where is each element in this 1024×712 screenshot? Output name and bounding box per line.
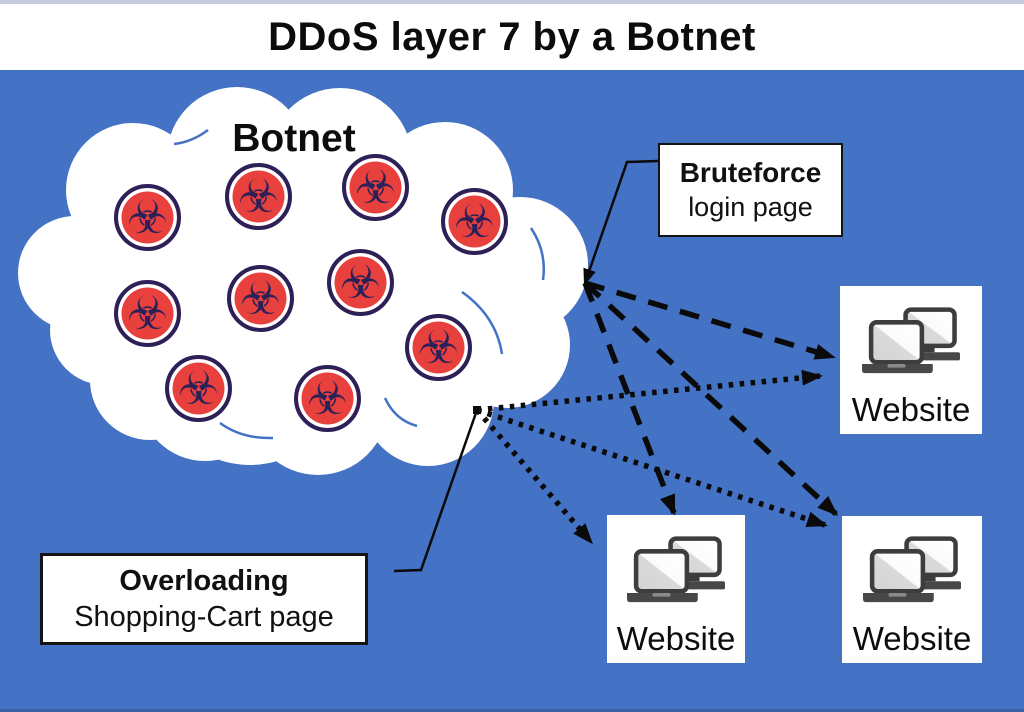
biohazard-bot-icon: ☣: [165, 355, 232, 422]
biohazard-bot-icon: ☣: [114, 184, 181, 251]
website-target-box: Website: [840, 286, 982, 434]
biohazard-glyph: ☣: [453, 193, 496, 248]
overloading-title: Overloading: [119, 564, 289, 597]
biohazard-glyph: ☣: [339, 254, 382, 309]
overloading-subtitle: Shopping-Cart page: [74, 600, 334, 633]
dual-computers-icon: [859, 306, 963, 384]
dashed-attack-arrow-2: [582, 282, 677, 516]
website-label: Website: [851, 391, 971, 428]
biohazard-glyph: ☣: [126, 189, 169, 244]
biohazard-bot-icon: ☣: [441, 188, 508, 255]
bruteforce-subtitle: login page: [688, 192, 813, 222]
biohazard-bot-icon: ☣: [227, 265, 294, 332]
biohazard-glyph: ☣: [237, 168, 280, 223]
dotted-attack-arrow-2: [474, 408, 594, 545]
bruteforce-callout-box: Bruteforce login page: [658, 143, 843, 237]
biohazard-bot-icon: ☣: [225, 163, 292, 230]
cloud-inner-arcs: [173, 128, 545, 440]
biohazard-bot-icon: ☣: [294, 365, 361, 432]
dual-computers-icon: [624, 535, 728, 613]
title-band: DDoS layer 7 by a Botnet: [0, 4, 1024, 70]
website-label: Website: [852, 620, 972, 657]
dual-computers-icon: [860, 535, 964, 613]
biohazard-glyph: ☣: [126, 285, 169, 340]
biohazard-bot-icon: ☣: [327, 249, 394, 316]
bruteforce-title: Bruteforce: [679, 157, 822, 188]
biohazard-glyph: ☣: [417, 319, 460, 374]
dotted-attack-arrow-1: [476, 369, 823, 413]
overloading-callout-box: Overloading Shopping-Cart page: [40, 553, 368, 645]
biohazard-glyph: ☣: [177, 360, 220, 415]
botnet-label: Botnet: [232, 117, 356, 160]
dotted-attack-arrows: [474, 369, 828, 545]
dashed-attack-arrow-1: [584, 280, 836, 360]
dashed-attack-arrows: [582, 280, 839, 517]
dashed-attack-arrow-3: [583, 280, 839, 517]
biohazard-glyph: ☣: [306, 370, 349, 425]
biohazard-glyph: ☣: [239, 270, 282, 325]
top-edge-strip: [0, 0, 1024, 4]
biohazard-bot-icon: ☣: [114, 280, 181, 347]
overloading-callout-line: [393, 409, 479, 573]
website-label: Website: [616, 620, 736, 657]
bottom-edge-strip: [0, 709, 1024, 712]
website-target-box: Website: [607, 515, 745, 663]
bruteforce-callout-line: [583, 159, 659, 286]
biohazard-bot-icon: ☣: [342, 154, 409, 221]
page-title: DDoS layer 7 by a Botnet: [268, 14, 756, 59]
biohazard-glyph: ☣: [354, 159, 397, 214]
website-target-box: Website: [842, 516, 982, 663]
biohazard-bot-icon: ☣: [405, 314, 472, 381]
